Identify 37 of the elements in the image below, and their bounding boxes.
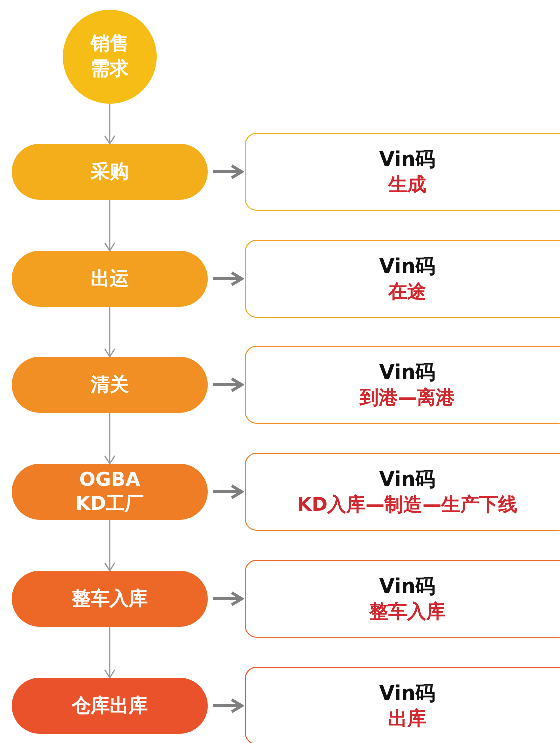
code-label: Vin码 [379,573,436,599]
step-label: 销售需求 [89,32,130,82]
step-label: 出运 [91,267,129,291]
arrow [213,698,244,714]
status-text: 到港—离港 [360,386,455,411]
status-box [245,453,560,531]
arrow [213,164,244,180]
status-text: 生成 [388,173,426,198]
code-label: Vin码 [379,146,436,172]
step-label: 清关 [91,373,129,397]
status-box [245,560,560,638]
code-label: Vin码 [379,253,436,279]
arrow [213,484,244,500]
arrow [213,592,244,606]
status-text: 整车入库 [370,600,446,625]
arrow [104,104,116,145]
status-box [245,240,560,318]
step-label: 采购 [91,160,129,184]
status-text: 出库 [388,707,426,732]
arrow [104,520,116,572]
arrow [104,307,116,358]
status-box [245,133,560,211]
step-label: 整车入库 [72,587,148,611]
status-box [245,667,560,743]
code-label: Vin码 [379,466,436,492]
step-label: 仓库出库 [72,694,148,718]
status-text: KD入库—制造—生产下线 [297,493,518,518]
status-text: 在途 [388,280,426,305]
status-box [245,346,560,424]
code-label: Vin码 [379,680,436,706]
arrow [104,627,116,679]
arrow [104,413,116,465]
arrow [213,272,244,286]
code-label: Vin码 [379,359,436,385]
arrow [104,200,116,252]
arrow [213,378,244,392]
step-label: OGBA KD工厂 [74,468,146,516]
